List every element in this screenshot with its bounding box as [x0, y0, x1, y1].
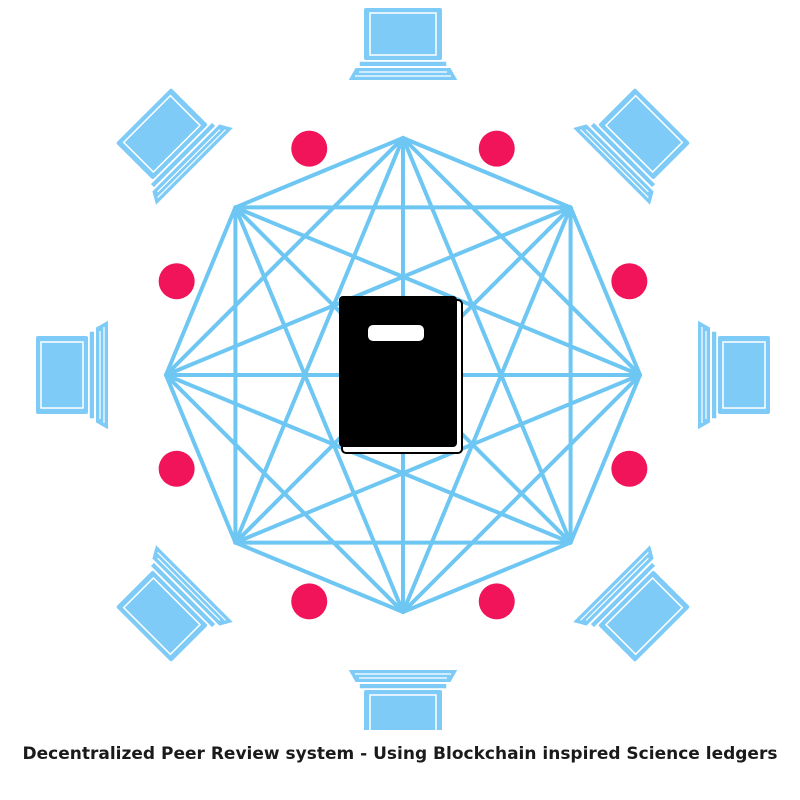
laptop-screen-bezel — [604, 94, 684, 174]
laptop-base — [569, 541, 656, 628]
review-nodes — [158, 130, 648, 620]
laptop-icon — [345, 668, 461, 730]
laptop-screen — [362, 6, 444, 62]
laptop-base — [345, 668, 461, 684]
peer-laptops — [34, 6, 772, 730]
laptop-base — [94, 317, 110, 433]
network-edge — [401, 136, 573, 210]
laptop-screen — [716, 334, 772, 416]
laptop-keys — [580, 129, 649, 198]
laptop-icon — [114, 541, 237, 664]
review-node-dot — [478, 583, 515, 620]
laptop-keys — [585, 129, 649, 193]
network-edge — [568, 373, 642, 545]
laptop-icon — [345, 6, 461, 82]
laptop-screen-bezel — [369, 694, 437, 730]
review-node-dot — [478, 130, 515, 167]
peer-review-network-diagram — [34, 6, 772, 730]
laptop-icon — [569, 541, 692, 664]
laptop-icon — [569, 86, 692, 209]
network-edges — [164, 136, 642, 614]
laptop-keys — [157, 129, 221, 193]
review-node-dot — [158, 450, 195, 487]
network-edge — [401, 540, 573, 614]
laptop-keys — [157, 129, 226, 198]
laptop-keys — [580, 552, 649, 621]
laptop-keys — [585, 557, 649, 621]
laptop-screen-bezel — [369, 12, 437, 56]
review-node-dot — [291, 583, 328, 620]
laptop-base — [150, 541, 237, 628]
diagram-caption: Decentralized Peer Review system - Using… — [22, 744, 778, 764]
laptop-screen-bezel — [722, 341, 766, 409]
network-edge — [233, 205, 642, 377]
network-edge — [164, 205, 238, 377]
laptop-screen-bezel — [40, 341, 84, 409]
review-node-dot — [291, 130, 328, 167]
laptop-base — [696, 317, 712, 433]
laptop-base — [345, 66, 461, 82]
laptop-icon — [34, 317, 110, 433]
laptop-screen-bezel — [122, 576, 202, 656]
network-edge — [164, 373, 405, 614]
laptop-screen-bezel — [604, 576, 684, 656]
ledger-book-label — [368, 325, 424, 341]
network-edge — [568, 205, 642, 377]
network-edge — [233, 205, 405, 614]
laptop-screen — [34, 334, 90, 416]
laptop-keys — [157, 552, 226, 621]
network-edge — [233, 136, 405, 210]
laptop-base — [150, 122, 237, 209]
ledger-book-icon — [339, 296, 463, 454]
network-edge — [164, 373, 238, 545]
laptop-icon — [114, 86, 237, 209]
laptop-base — [569, 122, 656, 209]
laptop-keys — [157, 557, 221, 621]
review-node-dot — [611, 450, 648, 487]
review-node-dot — [158, 263, 195, 300]
ledger-book-cover — [339, 296, 457, 447]
review-node-dot — [611, 263, 648, 300]
network-edge — [233, 540, 405, 614]
laptop-screen-bezel — [122, 94, 202, 174]
central-ledger — [339, 296, 463, 454]
laptop-icon — [696, 317, 772, 433]
